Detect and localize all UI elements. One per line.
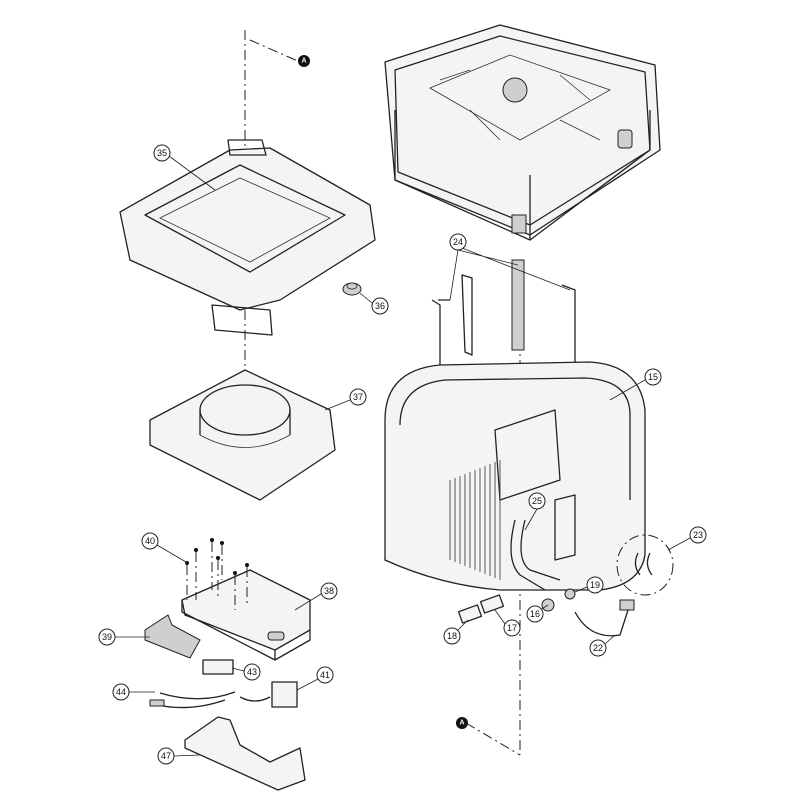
casing-unit bbox=[384, 24, 661, 241]
svg-text:36: 36 bbox=[375, 301, 385, 311]
svg-text:40: 40 bbox=[145, 536, 155, 546]
svg-text:17: 17 bbox=[507, 623, 517, 633]
part-39-pcb bbox=[144, 614, 201, 659]
part-41-motor bbox=[239, 681, 298, 708]
part-44-sensor-wire bbox=[149, 691, 236, 709]
callout-16: 16 bbox=[526, 604, 549, 623]
reference-mark-a-bottom: A bbox=[456, 717, 468, 729]
callout-22: 22 bbox=[589, 634, 616, 657]
part-47-cover-plate bbox=[184, 716, 306, 791]
svg-text:22: 22 bbox=[593, 643, 603, 653]
callout-15: 15 bbox=[609, 368, 662, 401]
part-40-screws bbox=[185, 538, 249, 610]
svg-text:A: A bbox=[459, 720, 464, 727]
alignment-axis-bottom-ref bbox=[465, 722, 521, 756]
svg-text:15: 15 bbox=[648, 372, 658, 382]
callout-19: 19 bbox=[574, 576, 604, 594]
svg-text:24: 24 bbox=[453, 237, 463, 247]
svg-text:19: 19 bbox=[590, 580, 600, 590]
callout-18: 18 bbox=[443, 619, 469, 645]
svg-text:35: 35 bbox=[157, 148, 167, 158]
callout-37: 37 bbox=[324, 388, 367, 411]
part-23-clips bbox=[616, 534, 674, 596]
callout-40: 40 bbox=[141, 532, 187, 563]
part-38-control-box bbox=[181, 569, 311, 661]
svg-text:16: 16 bbox=[530, 609, 540, 619]
callout-23: 23 bbox=[667, 526, 707, 551]
svg-text:18: 18 bbox=[447, 631, 457, 641]
svg-text:23: 23 bbox=[693, 530, 703, 540]
part-15-heat-exchanger bbox=[384, 361, 646, 591]
part-22-wire bbox=[574, 599, 635, 637]
svg-text:37: 37 bbox=[353, 392, 363, 402]
part-37-panel bbox=[149, 369, 336, 501]
callout-43: 43 bbox=[231, 663, 261, 681]
part-36-grommet bbox=[342, 282, 362, 296]
svg-text:A: A bbox=[301, 58, 306, 65]
svg-text:44: 44 bbox=[116, 687, 126, 697]
callout-44: 44 bbox=[112, 683, 155, 701]
svg-text:38: 38 bbox=[324, 586, 334, 596]
callout-17: 17 bbox=[494, 609, 521, 637]
svg-text:41: 41 bbox=[320, 670, 330, 680]
fins bbox=[449, 460, 501, 580]
callout-24: 24 bbox=[449, 233, 571, 301]
svg-text:25: 25 bbox=[532, 496, 542, 506]
svg-text:43: 43 bbox=[247, 667, 257, 677]
callout-39: 39 bbox=[98, 628, 150, 646]
svg-text:39: 39 bbox=[102, 632, 112, 642]
callout-35: 35 bbox=[153, 144, 216, 191]
callout-47: 47 bbox=[157, 747, 201, 765]
alignment-axis-top-ref bbox=[249, 39, 301, 63]
callout-36: 36 bbox=[359, 292, 389, 315]
callout-38: 38 bbox=[294, 582, 338, 611]
svg-text:47: 47 bbox=[161, 751, 171, 761]
callout-25: 25 bbox=[524, 492, 546, 531]
part-35-frame bbox=[119, 139, 376, 336]
part-25-piping bbox=[510, 519, 561, 591]
part-43-terminal bbox=[202, 659, 234, 675]
callout-41: 41 bbox=[296, 666, 334, 691]
small-parts-16-19 bbox=[457, 588, 576, 624]
reference-mark-a-top: A bbox=[298, 55, 310, 67]
